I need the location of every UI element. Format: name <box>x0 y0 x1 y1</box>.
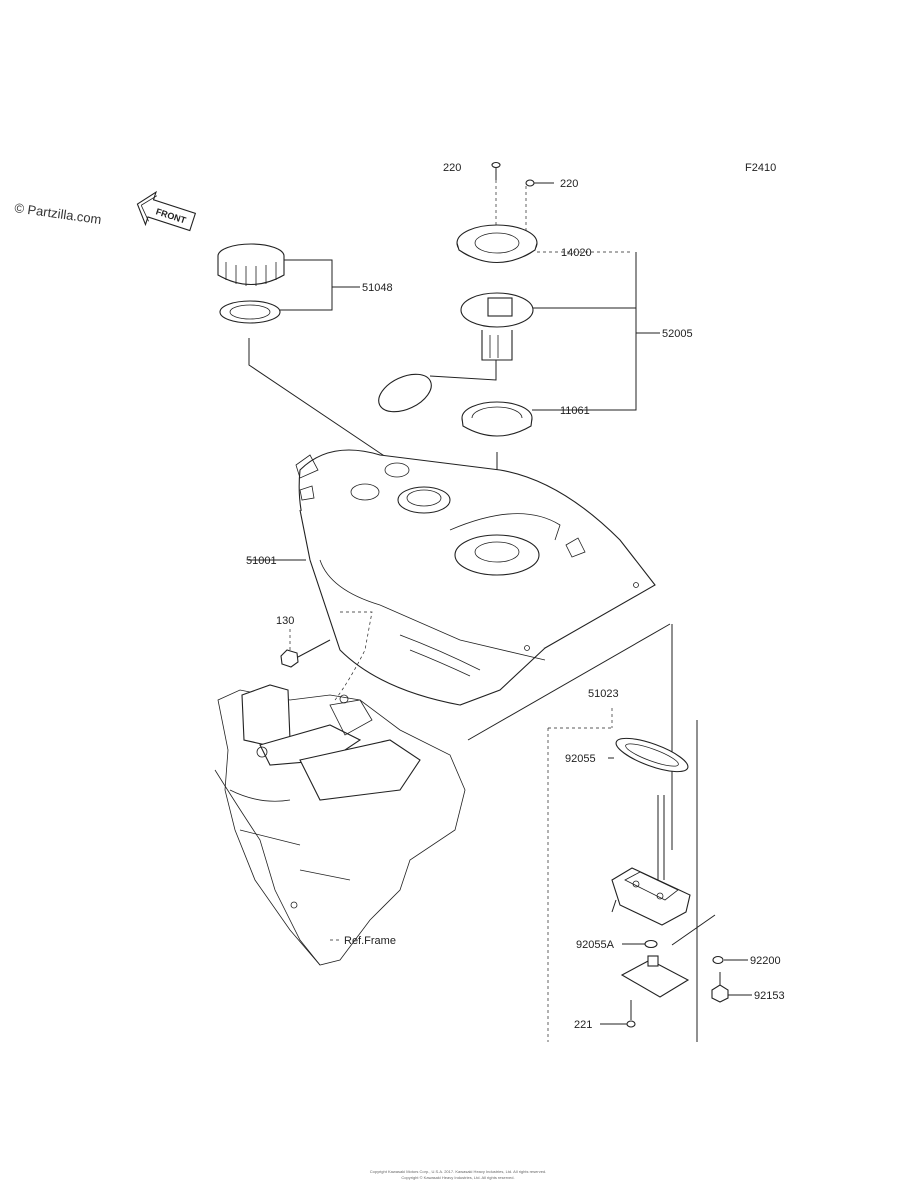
fuel-pump-assembly <box>378 292 534 413</box>
part-label-52005: 52005 <box>662 328 693 340</box>
screw-221-icon <box>626 1000 636 1028</box>
part-label-92153: 92153 <box>754 990 785 1002</box>
part-label-220-a: 220 <box>443 162 461 174</box>
part-label-92055a: 92055A <box>576 939 615 951</box>
cock-gasket <box>615 737 689 773</box>
watermark: © Partzilla.com <box>14 200 103 227</box>
diagram-code: F2410 <box>745 162 776 174</box>
washer-icon <box>712 955 724 965</box>
part-label-221: 221 <box>574 1019 592 1031</box>
part-label-51023: 51023 <box>588 688 619 700</box>
pump-plate <box>456 224 538 264</box>
part-label-130: 130 <box>276 615 294 627</box>
part-label-92055: 92055 <box>565 753 596 765</box>
frame-reference <box>214 684 466 966</box>
footer-line-1: Copyright Kawasaki Motors Corp., U.S.A. … <box>370 1169 547 1174</box>
fuel-cock <box>611 795 691 926</box>
part-label-11061: 11061 <box>560 405 590 417</box>
fuel-tank <box>295 449 656 706</box>
bolt-130-icon <box>280 639 331 668</box>
footer-line-2: Copyright © Kawasaki Heavy Industries, L… <box>401 1175 514 1180</box>
part-label-51001: 51001 <box>246 555 277 567</box>
cock-cover <box>620 955 690 998</box>
cap-gasket <box>219 300 281 324</box>
part-label-92200: 92200 <box>750 955 781 967</box>
oring-icon <box>644 939 658 949</box>
part-label-51048: 51048 <box>362 282 393 294</box>
front-arrow-icon: FRONT <box>136 190 197 232</box>
screw-220-icon <box>491 161 554 187</box>
bolt-92153-icon <box>711 972 729 1003</box>
part-label-14020: 14020 <box>561 247 592 259</box>
fuel-cap <box>217 243 285 286</box>
part-label-220-b: 220 <box>560 178 578 190</box>
pump-gasket <box>461 401 533 437</box>
ref-frame-label: Ref.Frame <box>344 935 396 947</box>
